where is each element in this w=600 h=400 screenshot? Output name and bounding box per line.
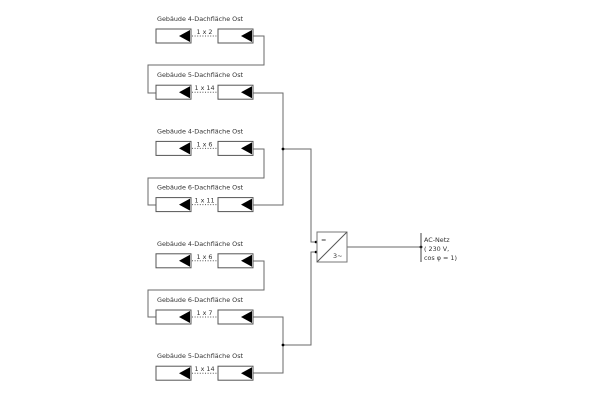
- module-polarity-marker-icon: [179, 30, 190, 42]
- pv-module-first: [155, 84, 192, 100]
- string-module-count: 1 x 14: [194, 365, 214, 373]
- pv-string: Gebäude 6-Dachfläche Ost 1 x 7: [155, 296, 254, 325]
- module-polarity-marker-icon: [179, 254, 190, 267]
- module-polarity-marker-icon: [241, 254, 252, 267]
- pv-string: Gebäude 4-Dachfläche Ost 1 x 2: [155, 15, 254, 44]
- pv-module-first: [155, 197, 192, 213]
- string-label: Gebäude 5-Dachfläche Ost: [157, 71, 244, 79]
- string-label: Gebäude 6-Dachfläche Ost: [157, 184, 244, 192]
- inverter: = 3~: [316, 231, 348, 263]
- pv-module-first: [155, 253, 192, 269]
- pv-module-last: [217, 197, 254, 213]
- string-module-count: 1 x 2: [197, 28, 213, 36]
- junction-dot-1: [281, 147, 285, 151]
- grid-label-line-3: cos φ = 1): [424, 254, 457, 262]
- grid-label: AC-Netz ( 230 V, cos φ = 1): [424, 236, 457, 262]
- inverter-diagonal: [316, 231, 348, 263]
- wire-s3-to-s4: [147, 148, 265, 206]
- module-polarity-marker-icon: [241, 86, 252, 99]
- module-polarity-marker-icon: [179, 142, 190, 155]
- module-polarity-marker-icon: [241, 142, 252, 155]
- wire-feeder-1: [283, 148, 317, 243]
- wire-s1-to-s2: [147, 35, 265, 94]
- pv-module-first: [155, 365, 192, 381]
- grid-label-line-1: AC-Netz: [424, 236, 450, 244]
- wire-s6-out: [253, 316, 284, 374]
- junction-dot-2: [281, 343, 285, 347]
- pv-module-last: [217, 140, 254, 156]
- string-label: Gebäude 6-Dachfläche Ost: [157, 296, 244, 304]
- pv-module-last: [217, 365, 254, 381]
- pv-module-last: [217, 253, 254, 269]
- inverter-dc-symbol: =: [321, 236, 326, 244]
- pv-module-last: [217, 28, 254, 44]
- pv-module-last: [217, 309, 254, 325]
- module-polarity-marker-icon: [241, 311, 252, 323]
- module-polarity-marker-icon: [241, 367, 252, 380]
- string-module-count: 1 x 11: [194, 197, 214, 205]
- module-polarity-marker-icon: [241, 198, 252, 211]
- string-label: Gebäude 4-Dachfläche Ost: [157, 15, 244, 23]
- string-module-count: 1 x 14: [194, 84, 214, 92]
- pv-string: Gebäude 6-Dachfläche Ost 1 x 11: [155, 184, 254, 213]
- string-label: Gebäude 5-Dachfläche Ost: [157, 352, 244, 360]
- pv-string: Gebäude 5-Dachfläche Ost 1 x 14: [155, 352, 254, 381]
- module-polarity-marker-icon: [179, 86, 190, 99]
- inverter-ac-symbol: 3~: [333, 252, 342, 260]
- wire-feeder-2: [283, 251, 317, 346]
- module-polarity-marker-icon: [179, 198, 190, 211]
- string-label: Gebäude 4-Dachfläche Ost: [157, 127, 244, 135]
- module-polarity-marker-icon: [179, 367, 190, 380]
- pv-module-first: [155, 140, 192, 156]
- pv-module-first: [155, 309, 192, 325]
- pv-module-first: [155, 28, 192, 44]
- string-label: Gebäude 4-Dachfläche Ost: [157, 240, 244, 248]
- string-module-count: 1 x 6: [197, 140, 213, 148]
- string-module-count: 1 x 7: [197, 309, 213, 317]
- pv-strings: Gebäude 4-Dachfläche Ost 1 x 2 Gebäude 5-D…: [155, 15, 254, 381]
- string-module-count: 1 x 6: [197, 253, 213, 261]
- module-polarity-marker-icon: [179, 311, 190, 323]
- pv-string: Gebäude 4-Dachfläche Ost 1 x 6: [155, 127, 254, 156]
- wire-s5-to-s6: [147, 260, 265, 318]
- pv-string: Gebäude 4-Dachfläche Ost 1 x 6: [155, 240, 254, 269]
- pv-string: Gebäude 5-Dachfläche Ost 1 x 14: [155, 71, 254, 100]
- wiring: [147, 35, 423, 374]
- pv-module-last: [217, 84, 254, 100]
- module-polarity-marker-icon: [241, 30, 252, 42]
- grid-label-line-2: ( 230 V,: [424, 245, 449, 253]
